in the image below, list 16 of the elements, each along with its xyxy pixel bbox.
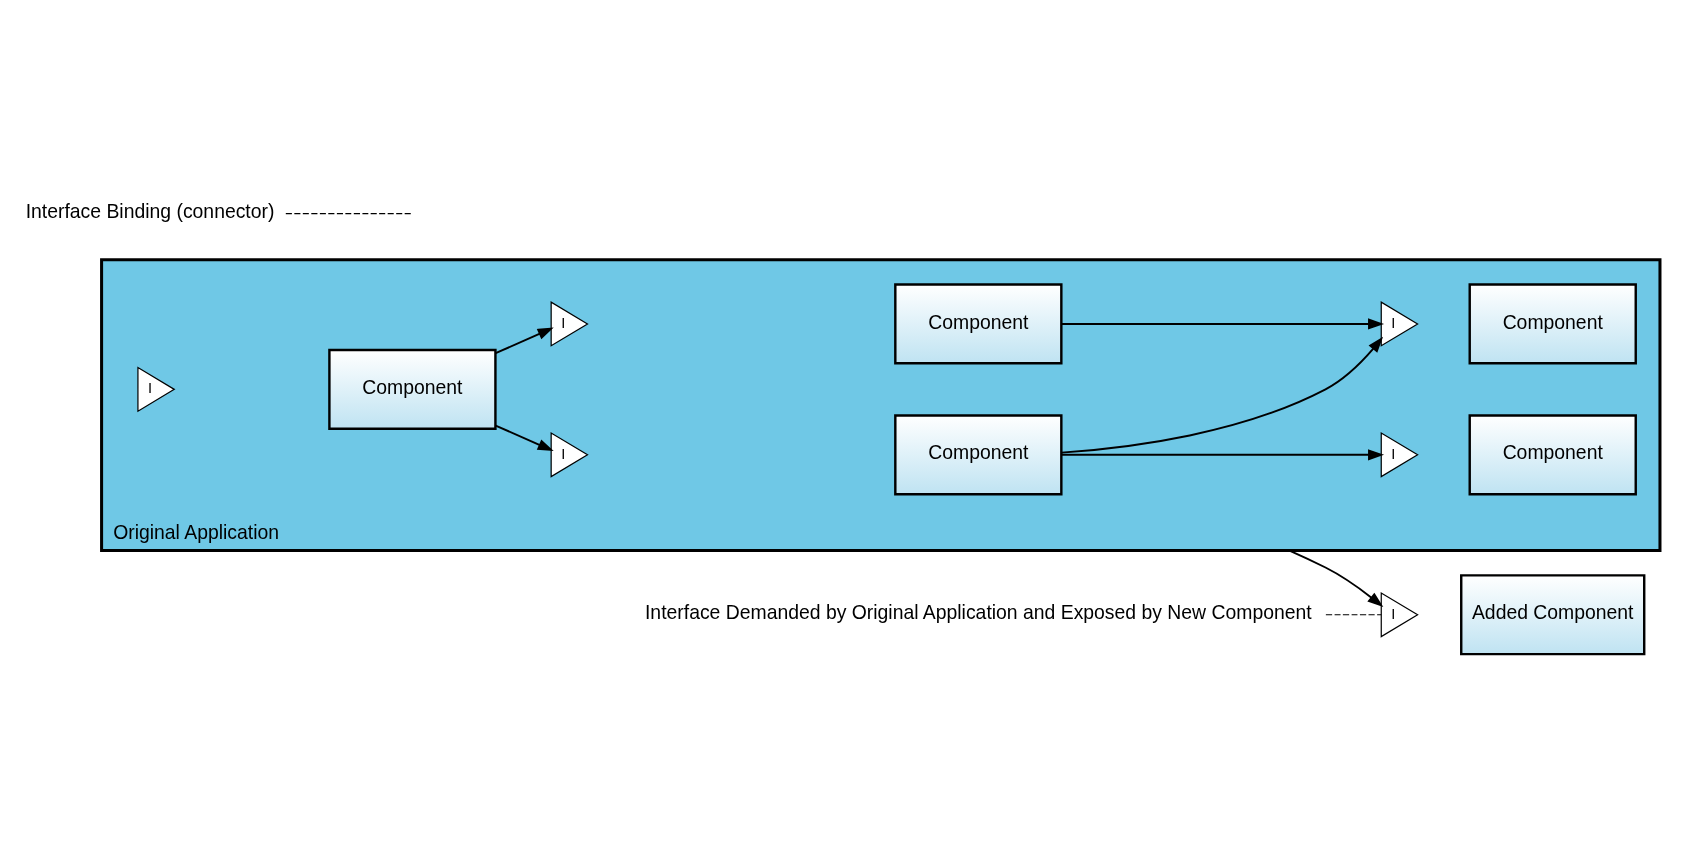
arrow (1060, 449, 1385, 461)
arrow (1060, 336, 1384, 454)
node-box: Component (1468, 414, 1637, 496)
connector (1325, 614, 1382, 616)
arrow (494, 424, 554, 452)
node-box: Component (1468, 283, 1637, 365)
node-text: Interface Demanded by Original Application and Exposed by New Component (644, 601, 1312, 624)
node-box: Component (894, 414, 1063, 496)
arrow (1060, 318, 1385, 330)
node-text: Interface Binding (connector) (25, 200, 275, 223)
node-box: Component (328, 348, 497, 430)
arrow (1288, 549, 1384, 608)
node-box: Added Component (1460, 574, 1646, 656)
node-box: Component (894, 283, 1063, 365)
arrow (494, 327, 554, 355)
connector (285, 213, 412, 215)
